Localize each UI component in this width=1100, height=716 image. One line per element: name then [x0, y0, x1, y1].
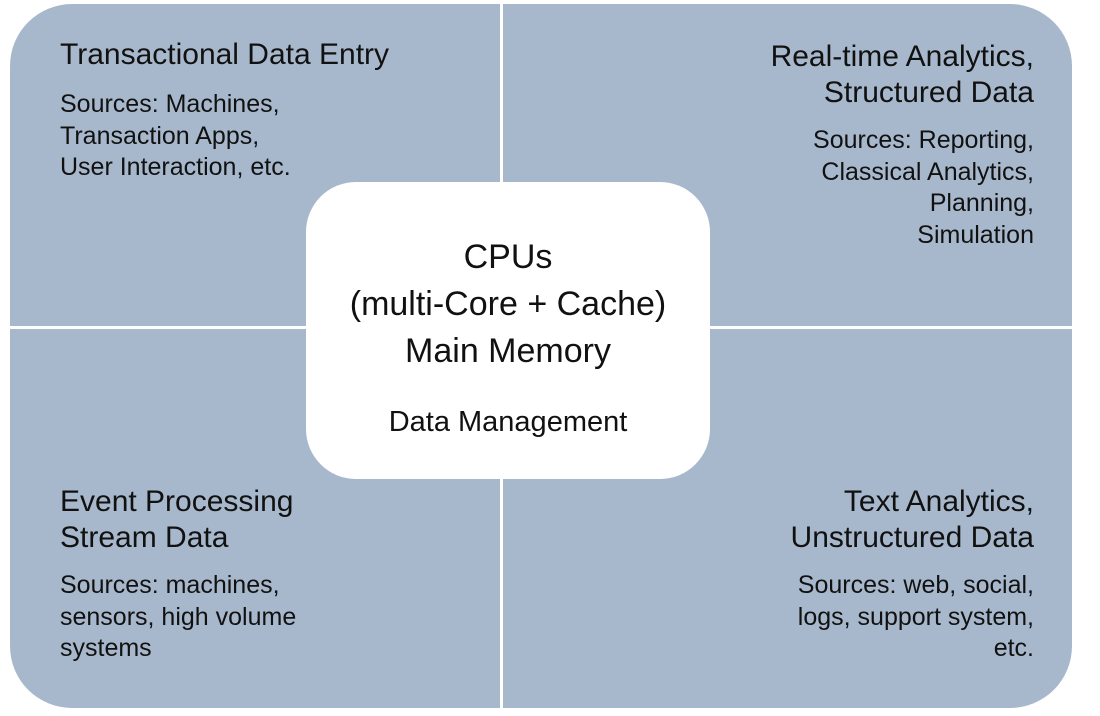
- quadrant-bottom-right: Text Analytics, Unstructured Data Source…: [791, 484, 1034, 665]
- quadrant-source-line: logs, support system,: [797, 602, 1034, 631]
- quadrant-source-line: Planning,: [929, 189, 1034, 217]
- quadrant-title: Real-time Analytics, Structured Data: [771, 39, 1034, 111]
- quadrant-top-left: Transactional Data Entry Sources: Machin…: [60, 37, 389, 184]
- quadrant-sources: Sources: web, social, logs, support syst…: [791, 570, 1034, 665]
- quadrant-sources: Sources: Machines, Transaction Apps, Use…: [60, 89, 389, 184]
- quadrant-title-line: Transactional Data Entry: [60, 38, 390, 71]
- center-subtitle: Data Management: [388, 406, 628, 438]
- quadrant-title-line: Event Processing: [60, 485, 294, 518]
- quadrant-title: Text Analytics, Unstructured Data: [791, 484, 1034, 556]
- quadrant-bottom-left: Event Processing Stream Data Sources: ma…: [60, 484, 296, 665]
- quadrant-source-line: Sources: Machines,: [60, 90, 280, 118]
- quadrant-title-line: Real-time Analytics,: [770, 40, 1034, 73]
- quadrant-sources: Sources: machines, sensors, high volume …: [60, 570, 296, 665]
- center-heading: CPUs (multi-Core + Cache) Main Memory: [306, 234, 710, 375]
- diagram-background: Transactional Data Entry Sources: Machin…: [10, 4, 1072, 708]
- quadrant-source-line: Transaction Apps,: [60, 121, 260, 150]
- quadrant-title-line: Stream Data: [60, 521, 229, 554]
- quadrant-source-line: User Interaction, etc.: [60, 153, 291, 181]
- quadrant-top-right: Real-time Analytics, Structured Data Sou…: [771, 39, 1034, 251]
- quadrant-source-line: Classical Analytics,: [821, 157, 1034, 186]
- quadrant-source-line: Sources: web, social,: [797, 571, 1034, 599]
- center-heading-line: CPUs: [463, 238, 553, 276]
- quadrant-title: Event Processing Stream Data: [60, 484, 296, 556]
- quadrant-sources: Sources: Reporting, Classical Analytics,…: [771, 125, 1034, 251]
- center-heading-line: (multi-Core + Cache): [349, 285, 667, 323]
- quadrant-title-line: Structured Data: [823, 76, 1034, 109]
- center-box: CPUs (multi-Core + Cache) Main Memory Da…: [306, 182, 710, 479]
- quadrant-source-line: Simulation: [917, 220, 1034, 249]
- quadrant-title-line: Text Analytics,: [843, 485, 1034, 518]
- quadrant-source-line: sensors, high volume: [60, 602, 297, 631]
- center-heading-line: Main Memory: [405, 332, 611, 370]
- quadrant-source-line: etc.: [993, 634, 1034, 662]
- quadrant-title-line: Unstructured Data: [790, 521, 1034, 554]
- quadrant-source-line: systems: [60, 634, 152, 662]
- quadrant-source-line: Sources: machines,: [60, 571, 280, 599]
- quadrant-source-line: Sources: Reporting,: [813, 126, 1034, 154]
- quadrant-title: Transactional Data Entry: [60, 37, 389, 73]
